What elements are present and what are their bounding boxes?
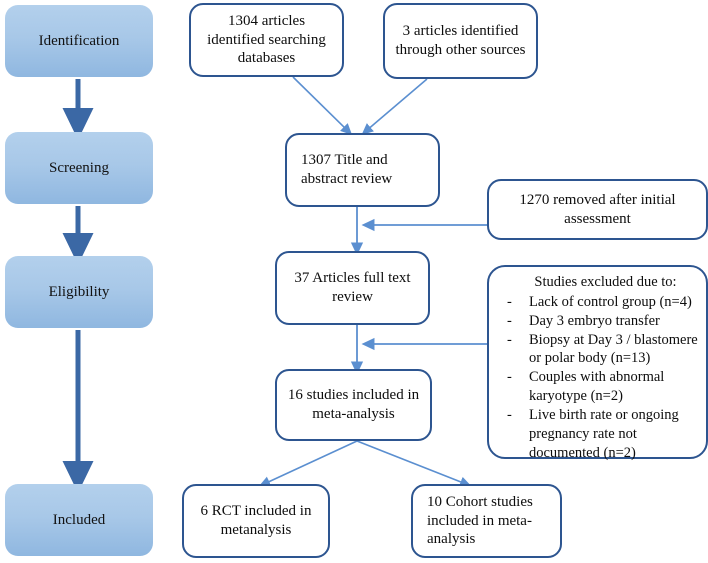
exclusions-item-text: Lack of control group (n=4) bbox=[529, 293, 692, 310]
node-title-abstract-review: 1307 Title and abstract review bbox=[285, 133, 440, 207]
stage-box-eligibility: Eligibility bbox=[5, 256, 153, 328]
converging-arrows bbox=[292, 76, 428, 136]
exclusions-item-text: Biopsy at Day 3 / blastomere or polar bo… bbox=[529, 331, 698, 367]
node-records-databases-text: 1304 articles identified searching datab… bbox=[207, 12, 326, 67]
exclusions-item-text: Day 3 embryo transfer bbox=[529, 312, 660, 329]
exclusions-list-item: - Day 3 embryo transfer bbox=[499, 312, 698, 331]
stage-label-included: Included bbox=[52, 512, 106, 528]
exclusions-bullet-dash: - bbox=[507, 369, 512, 386]
exclusions-bullet-dash: - bbox=[507, 312, 512, 329]
node-records-other-sources-text: 3 articles identified through other sour… bbox=[395, 23, 526, 58]
arrow-databases-to-title-abstract bbox=[292, 76, 353, 136]
node-records-other-sources: 3 articles identified through other sour… bbox=[383, 3, 538, 79]
exclusions-list-item: - Live birth rate or ongoing pregnancy r… bbox=[499, 406, 698, 463]
stage-box-screening: Screening bbox=[5, 132, 153, 204]
exclusions-list-item: - Couples with abnormal karyotype (n=2) bbox=[499, 368, 698, 406]
node-studies-included-meta-analysis-text: 16 studies included in meta-analysis bbox=[287, 387, 420, 422]
diverging-arrows bbox=[258, 440, 472, 487]
node-full-text-review-text: 37 Articles full text review bbox=[294, 270, 411, 305]
arrow-included-meta-to-rct bbox=[258, 440, 358, 487]
exclusions-item-text: Live birth rate or ongoing pregnancy rat… bbox=[529, 406, 679, 461]
exclusions-bullet-dash: - bbox=[507, 406, 512, 423]
node-exclusions: Studies excluded due to: - Lack of contr… bbox=[487, 265, 708, 461]
exclusions-list: - Lack of control group (n=4) - Day 3 em… bbox=[499, 293, 698, 463]
stage-label-screening: Screening bbox=[49, 160, 109, 176]
stage-label-identification: Identification bbox=[38, 33, 120, 49]
node-rct-included-text: 6 RCT included in metanalysis bbox=[200, 503, 312, 538]
node-full-text-review: 37 Articles full text review bbox=[275, 251, 430, 325]
exclusions-bullet-dash: - bbox=[507, 331, 512, 348]
exclusions-item-text: Couples with abnormal karyotype (n=2) bbox=[529, 369, 665, 405]
node-cohort-studies-included: 10 Cohort studies included in meta-analy… bbox=[411, 484, 562, 558]
node-studies-included-meta-analysis: 16 studies included in meta-analysis bbox=[275, 369, 432, 441]
node-title-abstract-review-text: 1307 Title and abstract review bbox=[301, 152, 393, 187]
node-rct-included: 6 RCT included in metanalysis bbox=[182, 484, 330, 558]
node-cohort-studies-included-text: 10 Cohort studies included in meta-analy… bbox=[427, 493, 533, 548]
exclusions-title: Studies excluded due to: bbox=[534, 274, 677, 290]
node-records-databases: 1304 articles identified searching datab… bbox=[189, 3, 344, 77]
node-removed-after-initial-assessment: 1270 removed after initial assessment bbox=[487, 179, 708, 240]
node-removed-after-initial-assessment-text: 1270 removed after initial assessment bbox=[519, 191, 676, 227]
stage-box-included: Included bbox=[5, 484, 153, 556]
exclusions-list-item: - Biopsy at Day 3 / blastomere or polar … bbox=[499, 331, 698, 369]
exclusions-bullet-dash: - bbox=[507, 293, 512, 310]
stage-label-eligibility: Eligibility bbox=[48, 284, 110, 300]
exclusions-list-item: - Lack of control group (n=4) bbox=[499, 293, 698, 312]
arrow-other-sources-to-title-abstract bbox=[361, 78, 428, 135]
stage-box-identification: Identification bbox=[5, 5, 153, 77]
arrow-included-meta-to-cohort bbox=[356, 440, 472, 487]
